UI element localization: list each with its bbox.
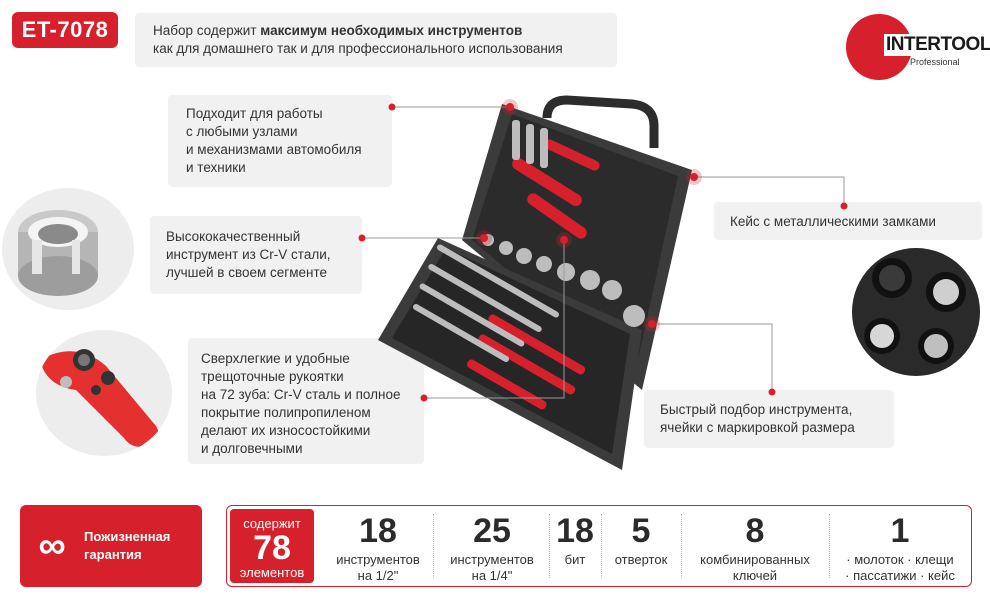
total-count-badge: содержит 78 элементов (230, 509, 314, 583)
stat-label: комбинированных (700, 552, 810, 567)
header-line-2: как для домашнего так и для профессионал… (153, 41, 563, 56)
stat-label: на 1/4" (471, 568, 513, 583)
callout-line: Сверхлегкие и удобные (201, 351, 350, 366)
brand-logo: INTERTOOL Professional (846, 12, 990, 82)
stat-bits: 18 бит (549, 506, 601, 586)
stat-number: 18 (556, 512, 594, 550)
stat-label: · молоток · клещи (846, 552, 954, 567)
stat-number: 18 (359, 512, 397, 550)
stat-label: инструментов (336, 552, 420, 567)
stat-quarter-inch: 25 инструментов на 1/4" (435, 506, 549, 586)
total-count: 78 (253, 529, 291, 567)
divider (681, 514, 682, 578)
ratchet-photo (36, 330, 172, 456)
callout-size-marking: Быстрый подбор инструмента, ячейки с мар… (644, 390, 894, 448)
brand-name: INTERTOOL (884, 34, 990, 56)
warranty-line-2: гарантия (84, 547, 142, 562)
callout-line: и техники (186, 160, 246, 175)
callout-ratchet: Сверхлегкие и удобные трещоточные рукоят… (188, 338, 424, 464)
header-callout: Набор содержит максимум необходимых инст… (135, 13, 617, 67)
marked-cells-photo (852, 248, 980, 376)
callout-case-locks: Кейс с металлическими замками (714, 202, 982, 240)
callout-line: ячейки с маркировкой размера (660, 420, 855, 435)
model-badge: ET-7078 (12, 12, 118, 48)
callout-line: лучшей в своем сегменте (166, 265, 327, 280)
brand-sub: Professional (910, 57, 960, 67)
callout-line: Подходит для работы (186, 106, 323, 121)
lifetime-warranty-badge: ∞ Пожизненная гарантия (20, 505, 202, 587)
callout-line: Быстрый подбор инструмента, (660, 402, 853, 417)
socket-cells-icon (852, 248, 980, 376)
callout-steel: Высококачественный инструмент из Cr-V ст… (150, 216, 362, 294)
socket-icon (18, 210, 98, 296)
callout-line: и долговечными (201, 441, 303, 456)
stat-combination-wrenches: 8 комбинированных ключей (681, 506, 829, 586)
stat-label: · пассатижи · кейс (845, 568, 955, 583)
stat-screwdrivers: 5 отверток (601, 506, 681, 586)
total-line-2: элементов (239, 565, 305, 580)
stat-label: на 1/2" (357, 568, 399, 583)
stat-number: 25 (473, 512, 511, 550)
callout-line: с любыми узлами (186, 124, 298, 139)
stat-other-items: 1 · молоток · клещи · пассатижи · кейс (829, 506, 971, 586)
stat-label: ключей (732, 568, 778, 583)
divider (601, 514, 602, 578)
header-line-1: Набор содержит максимум необходимых инст… (153, 23, 523, 38)
callout-line: на 72 зуба: Cr-V сталь и полное (201, 387, 401, 402)
stat-half-inch: 18 инструментов на 1/2" (321, 506, 435, 586)
infinity-icon: ∞ (38, 525, 66, 567)
warranty-line-1: Пожизненная (84, 529, 171, 544)
callout-line: инструмент из Cr-V стали, (166, 247, 331, 262)
stat-number: 5 (631, 512, 651, 550)
callout-line: и механизмами автомобиля (186, 142, 362, 157)
callout-line: Высококачественный (166, 229, 301, 244)
stat-label: бит (564, 552, 586, 567)
divider (549, 514, 550, 578)
socket-photo (2, 188, 134, 310)
stat-number: 1 (890, 512, 910, 550)
total-line-1: содержит (243, 516, 301, 531)
divider (829, 514, 830, 578)
divider (433, 514, 434, 578)
stat-label: инструментов (450, 552, 534, 567)
callout-line: трещоточные рукоятки (201, 369, 344, 384)
callout-line: покрытие полипропиленом (201, 405, 371, 420)
stat-number: 8 (745, 512, 765, 550)
ratchet-head-icon (40, 349, 159, 447)
contents-stats: содержит 78 элементов 18 инструментов на… (226, 505, 972, 587)
stat-label: отверток (614, 552, 668, 567)
callout-line: делают их износостойкими (201, 423, 371, 438)
tool-case-image (378, 95, 692, 470)
callout-versatility: Подходит для работы с любыми узлами и ме… (168, 95, 392, 187)
